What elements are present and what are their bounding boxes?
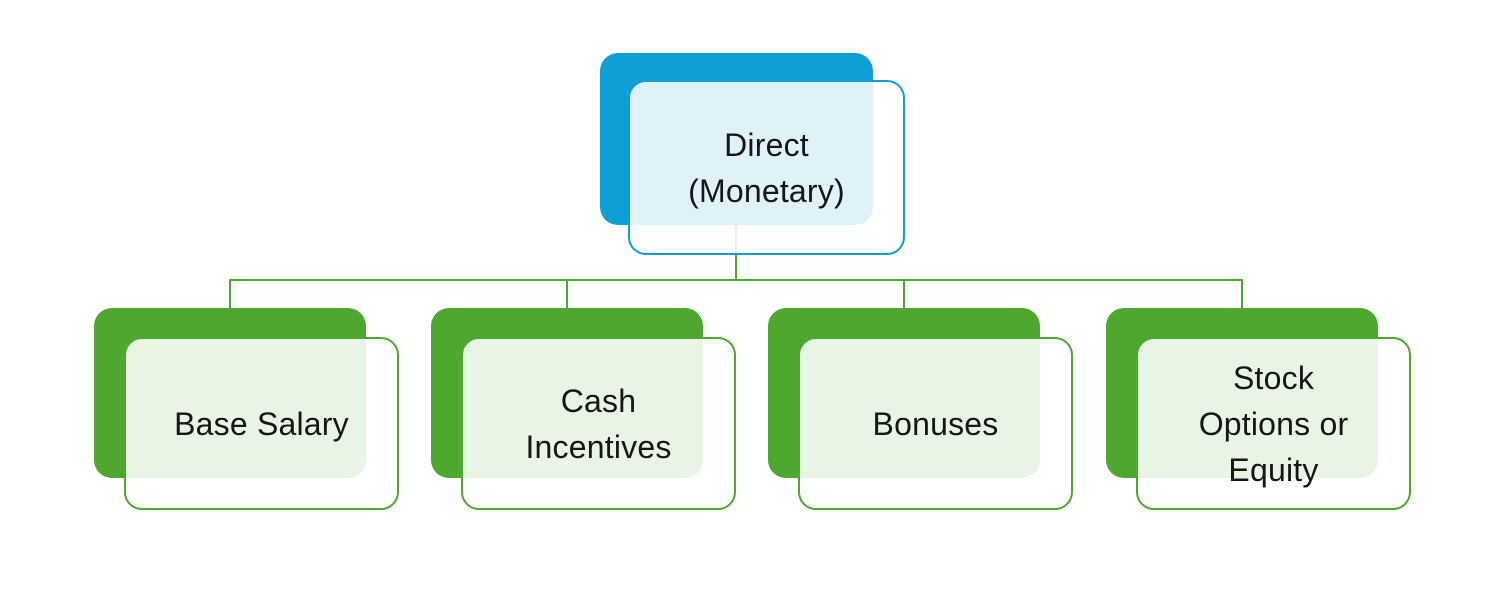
connector-drop-bonuses [903, 280, 905, 309]
connector-drop-cash-incentives [566, 280, 568, 309]
node-front-panel: Base Salary [124, 337, 399, 510]
node-front-panel: Direct (Monetary) [628, 80, 905, 255]
node-label: Direct (Monetary) [688, 126, 845, 209]
connector-drop-base-salary [229, 280, 231, 309]
node-front-panel: Bonuses [798, 337, 1073, 510]
node-label: Cash Incentives [525, 382, 672, 465]
node-front-panel: Cash Incentives [461, 337, 736, 510]
node-label: Stock Options or Equity [1198, 359, 1349, 488]
node-label: Bonuses [872, 405, 999, 442]
connector-horizontal-bus [229, 279, 1243, 281]
node-front-panel: Stock Options or Equity [1136, 337, 1411, 510]
node-label: Base Salary [174, 405, 349, 442]
connector-drop-stock-options-equity [1241, 280, 1243, 309]
